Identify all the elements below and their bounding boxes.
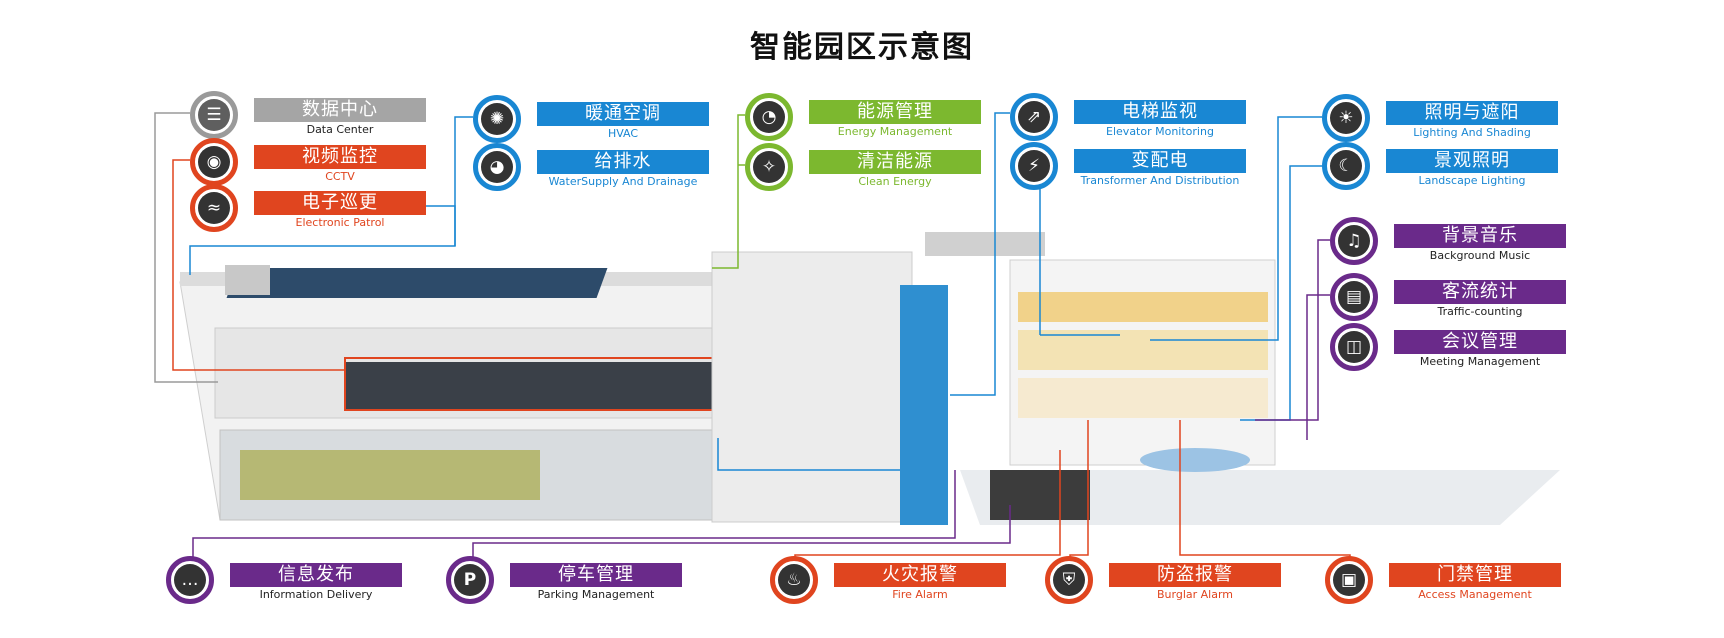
item-energy-management: ◔ 能源管理 Energy Management: [745, 93, 1005, 145]
item-hvac: ✺ 暖通空调 HVAC: [473, 95, 733, 147]
connector-energy: [712, 114, 745, 269]
central-tower: [711, 251, 913, 523]
gauge-icon: ◕: [481, 151, 513, 183]
fan-icon: ✺: [481, 103, 513, 135]
connector-transformer: [1039, 175, 1120, 336]
item-lighting-shading: ☀ 照明与遮阳 Lighting And Shading: [1322, 94, 1582, 146]
diagram-title: 智能园区示意图: [750, 30, 974, 65]
item-meeting-management: ◫ 会议管理 Meeting Management: [1330, 323, 1590, 375]
wind-turbine-icon: ✧: [753, 151, 785, 183]
card-reader-icon: ▣: [1333, 564, 1365, 596]
parking-ramp: [990, 470, 1090, 520]
item-background-music: ♫ 背景音乐 Background Music: [1330, 217, 1590, 269]
connector-cctv: [172, 159, 345, 371]
patrol-wand-icon: ≈: [198, 192, 230, 224]
moon-icon: ☾: [1330, 150, 1362, 182]
ground-plaza: [960, 470, 1560, 525]
item-traffic-counting: ▤ 客流统计 Traffic-counting: [1330, 273, 1590, 325]
chat-bubble-icon: …: [174, 564, 206, 596]
item-elevator-monitoring: ⇗ 电梯监视 Elevator Monitoring: [1010, 93, 1270, 145]
connector-elevator: [950, 112, 1010, 396]
music-note-icon: ♫: [1338, 225, 1370, 257]
office-floor: [1018, 330, 1268, 370]
bulb-icon: ☀: [1330, 102, 1362, 134]
database-icon: ☰: [198, 99, 230, 131]
bar-chart-icon: ▤: [1338, 281, 1370, 313]
item-burglar-alarm: ⛨ 防盗报警 Burglar Alarm: [1045, 556, 1305, 608]
escalator-icon: ⇗: [1018, 101, 1050, 133]
connector-bluewire: [717, 438, 900, 471]
parking-icon: P: [454, 564, 486, 596]
roof-units: [925, 232, 1045, 256]
item-transformer: ⚡ 变配电 Transformer And Distribution: [1010, 142, 1270, 194]
item-water-supply: ◕ 给排水 WaterSupply And Drainage: [473, 143, 733, 195]
pie-chart-icon: ◔: [753, 101, 785, 133]
machinery-area: [240, 450, 540, 500]
item-landscape-lighting: ☾ 景观照明 Landscape Lighting: [1322, 142, 1582, 194]
lightning-icon: ⚡: [1018, 150, 1050, 182]
connector-data-center: [154, 112, 218, 383]
item-electronic-patrol: ≈ 电子巡更 Electronic Patrol: [190, 184, 450, 236]
shield-icon: ⛨: [1053, 564, 1085, 596]
elevator-shaft: [900, 285, 948, 525]
connector-traffic: [1306, 294, 1330, 440]
item-clean-energy: ✧ 清洁能源 Clean Energy: [745, 143, 1005, 195]
water-tank: [225, 265, 270, 295]
item-access-management: ▣ 门禁管理 Access Management: [1325, 556, 1585, 608]
connector-hvac: [454, 116, 473, 246]
connector-bg-music: [1255, 239, 1330, 421]
item-data-center: ☰ 数据中心 Data Center: [190, 91, 450, 143]
flame-icon: ♨: [778, 564, 810, 596]
item-cctv: ◉ 视频监控 CCTV: [190, 138, 450, 190]
connector-lighting: [1150, 116, 1322, 341]
fountain: [1140, 448, 1250, 472]
lobby-floor: [1018, 378, 1268, 418]
solar-panel-array: [226, 268, 608, 298]
item-fire-alarm: ♨ 火灾报警 Fire Alarm: [770, 556, 1030, 608]
item-parking-management: P 停车管理 Parking Management: [446, 556, 706, 608]
camera-icon: ◉: [198, 146, 230, 178]
presentation-icon: ◫: [1338, 331, 1370, 363]
item-information-delivery: … 信息发布 Information Delivery: [166, 556, 426, 608]
fire-floor: [1018, 292, 1268, 322]
